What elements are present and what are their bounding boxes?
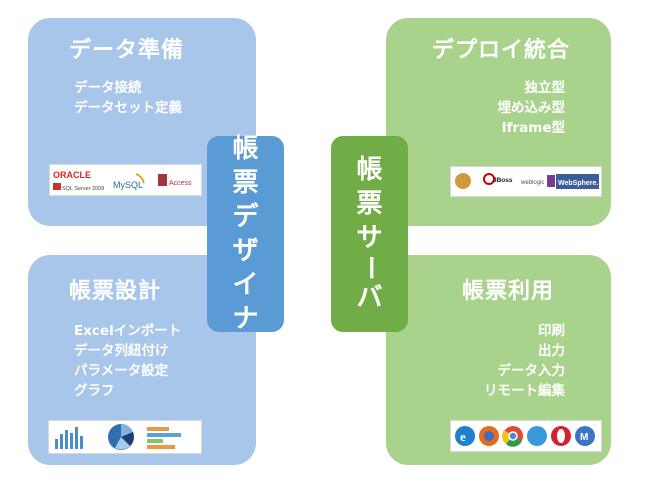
sqlserver-logo: SQL Server 2008 xyxy=(62,186,104,192)
list-item: 印刷 xyxy=(538,323,565,339)
list-item: 独立型 xyxy=(524,80,566,96)
hbar-chart-thumbnail xyxy=(147,427,181,449)
list-item: データ入力 xyxy=(497,363,566,379)
report-design-items: Excelインポート データ列紐付け パラメータ設定 グラフ xyxy=(74,321,181,401)
report-usage-title: 帳票利用 xyxy=(462,279,555,304)
pillar-char: バ xyxy=(356,283,383,313)
server-logos: JBoss weblogic WebSphere. xyxy=(450,166,602,197)
bar-chart-thumbnail xyxy=(55,427,83,449)
data-prep-card: データ準備 データ接続 データセット定義 ORACLE SQL Server 2… xyxy=(28,18,256,226)
report-usage-items: 印刷 出力 データ入力 リモート編集 xyxy=(484,321,565,401)
tomcat-icon xyxy=(455,173,471,189)
chart-thumbnails xyxy=(48,420,202,454)
svg-text:M: M xyxy=(580,432,588,443)
sqlserver-logo-mark xyxy=(53,183,61,190)
list-item: 出力 xyxy=(538,343,565,359)
oracle-logo: ORACLE xyxy=(53,170,91,180)
list-item: Iframe型 xyxy=(501,120,565,136)
list-item: リモート編集 xyxy=(484,383,565,399)
access-logo-mark xyxy=(158,174,167,186)
pillar-char: 帳 xyxy=(356,155,383,185)
pillar-char: ナ xyxy=(232,304,259,334)
pillar-char: 帳 xyxy=(232,134,259,164)
svg-text:e: e xyxy=(460,429,466,444)
browser-icons: e M xyxy=(450,420,602,452)
chart-thumbnails-svg xyxy=(55,424,181,450)
pillar-char: 票 xyxy=(356,189,383,219)
chrome-icon xyxy=(502,426,523,447)
list-item: パラメータ設定 xyxy=(74,363,169,379)
list-item: グラフ xyxy=(74,383,115,399)
mysql-logo: MySQL xyxy=(113,180,143,190)
database-logos: ORACLE SQL Server 2008 MySQL Access xyxy=(49,164,202,196)
weblogic-logo: weblogic xyxy=(520,180,544,186)
report-designer-pillar: 帳 票 デ ザ イ ナ xyxy=(207,134,284,334)
firefox-icon xyxy=(479,426,499,446)
jboss-icon xyxy=(483,173,495,185)
pillar-char: イ xyxy=(232,270,259,300)
ie-icon: e xyxy=(455,426,475,446)
opera-icon xyxy=(551,426,571,446)
pie-chart-thumbnail xyxy=(108,424,134,450)
jboss-logo: JBoss xyxy=(493,177,513,184)
list-item: Excelインポート xyxy=(74,323,182,339)
mysql-dolphin-icon xyxy=(135,173,145,184)
safari-icon xyxy=(527,426,547,446)
maxthon-icon: M xyxy=(575,426,595,446)
deploy-card: デプロイ統合 独立型 埋め込み型 Iframe型 JBoss weblogic … xyxy=(386,18,611,226)
websphere-logo: WebSphere. xyxy=(558,180,598,187)
list-item: データセット定義 xyxy=(74,100,182,116)
report-usage-card: 帳票利用 印刷 出力 データ入力 リモート編集 e M xyxy=(386,255,611,465)
list-item: データ接続 xyxy=(74,80,142,96)
access-logo: Access xyxy=(169,180,192,187)
data-prep-title: データ準備 xyxy=(69,38,185,63)
data-prep-items: データ接続 データセット定義 xyxy=(74,78,182,118)
pillar-char: サ xyxy=(356,223,383,253)
pillar-char: 票 xyxy=(232,168,259,198)
server-logos-svg: JBoss weblogic WebSphere. xyxy=(455,173,599,189)
pillar-char: ザ xyxy=(232,236,259,266)
list-item: 埋め込み型 xyxy=(497,100,566,116)
report-design-title: 帳票設計 xyxy=(69,279,162,304)
websphere-mark xyxy=(547,175,555,187)
pillar-char: デ xyxy=(232,202,259,232)
browser-icons-svg: e M xyxy=(455,426,595,447)
deploy-items: 独立型 埋め込み型 Iframe型 xyxy=(498,78,566,138)
report-server-pillar: 帳 票 サ ー バ xyxy=(331,136,408,332)
database-logos-svg: ORACLE SQL Server 2008 MySQL Access xyxy=(53,170,192,192)
list-item: データ列紐付け xyxy=(74,343,169,359)
pillar-char: ー xyxy=(354,255,385,281)
deploy-title: デプロイ統合 xyxy=(432,38,571,63)
websphere-logo-bg xyxy=(556,174,599,189)
